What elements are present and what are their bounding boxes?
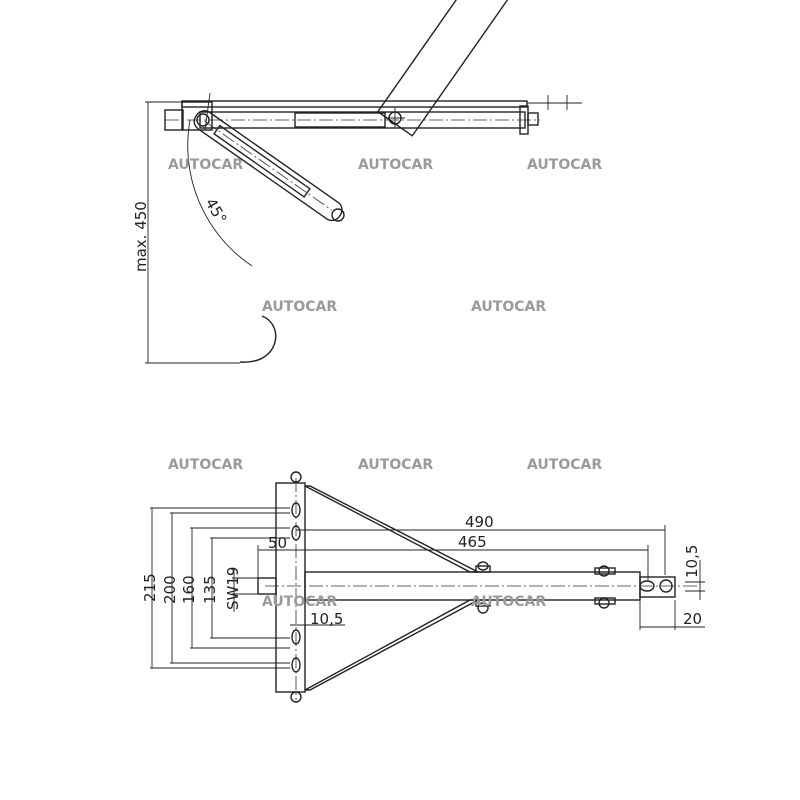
- watermark: AUTOCAR: [358, 157, 433, 173]
- height-dimension: max. 450: [132, 201, 150, 272]
- slot-icon: [291, 629, 301, 645]
- dimension-20: 20: [683, 610, 702, 628]
- dimension-160: 160: [180, 575, 198, 604]
- watermark: AUTOCAR: [358, 457, 433, 473]
- upper-brace: [304, 485, 479, 573]
- tube-end: [639, 576, 676, 598]
- side-view: 45° max. 450: [132, 0, 586, 364]
- support-arm: [193, 110, 343, 222]
- hex-nut: [257, 577, 277, 595]
- watermark: AUTOCAR: [471, 299, 546, 315]
- watermark: AUTOCAR: [168, 157, 243, 173]
- bolt-icon: [290, 691, 302, 703]
- dimension-465: 465: [458, 533, 487, 551]
- pivot-bolt-icon: [196, 113, 210, 127]
- dimension-50: 50: [268, 534, 287, 552]
- top-rail: [181, 100, 528, 108]
- foot-plate: [239, 315, 277, 363]
- angle-label: 45°: [202, 195, 231, 227]
- dimension-490: 490: [465, 513, 494, 531]
- dimension-10-5-end: 10,5: [683, 545, 701, 578]
- dimension-sw19: SW19: [224, 567, 242, 610]
- watermark: AUTOCAR: [168, 457, 243, 473]
- watermark: AUTOCAR: [527, 157, 602, 173]
- dimension-135: 135: [201, 575, 219, 604]
- watermark: AUTOCAR: [262, 594, 337, 610]
- slot-icon: [291, 657, 301, 673]
- dimension-10-5-plate: 10,5: [310, 610, 343, 628]
- mounting-plate: [275, 482, 306, 693]
- dimension-215: 215: [141, 573, 159, 602]
- slot-icon: [291, 502, 301, 518]
- arm-bolt-icon: [331, 208, 345, 222]
- watermark: AUTOCAR: [527, 457, 602, 473]
- bolt-icon: [290, 471, 302, 483]
- dimension-200: 200: [161, 575, 179, 604]
- plan-view: 215 200 160 135 SW19 50 490 465 10,5 10,…: [141, 471, 705, 703]
- watermark: AUTOCAR: [471, 594, 546, 610]
- main-leg: [376, 0, 586, 137]
- watermark: AUTOCAR: [262, 299, 337, 315]
- watermarks: AUTOCAR AUTOCAR AUTOCAR AUTOCAR AUTOCAR …: [168, 157, 602, 610]
- angle-arc: [187, 119, 253, 267]
- slot-icon: [291, 525, 301, 541]
